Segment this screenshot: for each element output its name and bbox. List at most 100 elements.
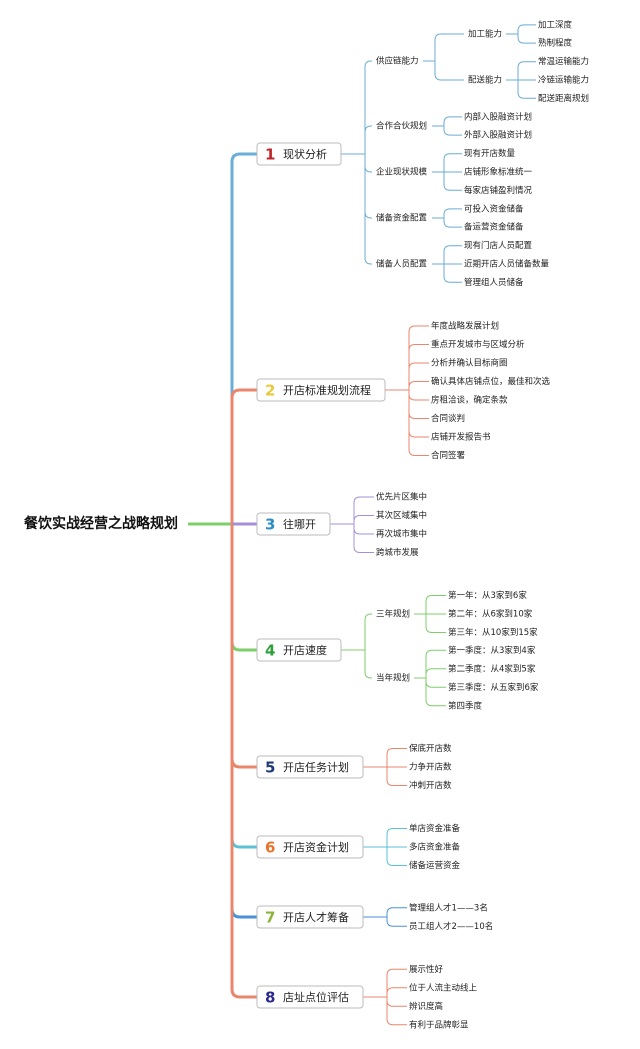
leaf-node: 每家店铺盈利情况 — [464, 185, 533, 196]
sub-node: 企业现状规模 — [376, 167, 428, 178]
sub-node: 当年规划 — [376, 673, 410, 684]
root-title: 餐饮实战经营之战略规划 — [23, 515, 178, 532]
connector-line — [386, 987, 407, 997]
connector-line — [443, 126, 462, 136]
leaf-node: 展示性好 — [409, 964, 444, 975]
category-number: 5 — [265, 759, 275, 777]
leaf-node: 辨识度高 — [409, 1001, 443, 1012]
leaf-node: 年度战略发展计划 — [431, 321, 499, 332]
leaf-node: 跨城市发展 — [376, 547, 419, 558]
leaf-node: 备运营资金储备 — [464, 222, 524, 233]
sub-node: 储备资金配置 — [376, 213, 428, 224]
connector-line — [425, 668, 446, 678]
connector-line — [364, 650, 372, 679]
category-box — [256, 755, 364, 779]
leaf-node: 第四季度 — [448, 700, 483, 711]
trunk-branch-7 — [230, 524, 257, 919]
category-label: 开店资金计划 — [283, 840, 349, 854]
connector-line — [443, 218, 462, 228]
leaf-node: 配送距离规划 — [538, 93, 589, 104]
connector-line — [386, 847, 407, 866]
leaf-node: 优先片区集中 — [376, 492, 427, 503]
leaf-node: 外部入股融资计划 — [464, 130, 532, 141]
connector-line — [425, 595, 446, 614]
connector-line — [408, 390, 429, 419]
category-number: 8 — [265, 989, 275, 1007]
leaf-node: 第三年：从10家到15家 — [448, 627, 538, 638]
leaf-node: 第一季度：从3家到4家 — [448, 645, 536, 656]
category-box — [256, 142, 342, 166]
connector-line — [408, 390, 429, 401]
leaf-node: 冲刺开店数 — [409, 780, 452, 791]
leaf-node: 多店资金准备 — [409, 842, 461, 853]
leaf-node: 第二季度：从4家到5家 — [448, 663, 536, 674]
connector-line — [443, 208, 462, 218]
leaf-node: 保底开店数 — [409, 743, 452, 754]
leaf-node: 管理组人员储备 — [464, 277, 524, 288]
category-label: 店址点位评估 — [283, 990, 349, 1004]
sub-node: 三年规划 — [376, 609, 410, 620]
leaf-node: 合同签署 — [431, 450, 466, 461]
connector-line — [364, 125, 372, 154]
trunk-branch-8 — [230, 524, 257, 999]
leaf-node: 确认具体店铺点位，最佳和次选 — [431, 376, 551, 387]
category-node-8: 8 店址点位评估 — [256, 985, 364, 1009]
leaf-node: 店铺开发报告书 — [431, 432, 491, 443]
connector-line — [425, 649, 446, 678]
connector-line — [434, 61, 464, 81]
trunk-branch-6 — [230, 524, 257, 849]
leaf-node: 位于人流主动线上 — [409, 982, 478, 993]
leaf-node: 常温运输能力 — [538, 56, 589, 67]
leaf-node: 管理组人才1——3名 — [409, 902, 488, 913]
connector-line — [353, 524, 374, 553]
category-box — [256, 905, 364, 929]
leaf-node: 重点开发城市与区域分析 — [431, 339, 525, 350]
connector-line — [408, 344, 429, 390]
category-number: 7 — [265, 909, 275, 927]
leaf-node: 单店资金准备 — [409, 823, 461, 834]
category-box — [256, 985, 364, 1009]
leaf-node: 第二年：从6家到10家 — [448, 609, 533, 620]
leaf-node: 有利于品牌彰显 — [409, 1019, 469, 1030]
connector-line — [364, 154, 372, 265]
leaf-node: 合同谈判 — [431, 413, 465, 424]
sub-node: 储备人员配置 — [376, 259, 428, 270]
category-number: 3 — [265, 516, 275, 534]
connector-layer — [188, 24, 536, 1026]
connector-line — [386, 997, 407, 1026]
leaf-node: 第一年：从3家到6家 — [448, 590, 527, 601]
connector-line — [408, 362, 429, 390]
category-label: 开店速度 — [283, 643, 327, 657]
leaf-node: 熟制程度 — [538, 38, 573, 49]
connector-line — [434, 33, 464, 61]
connector-line — [386, 917, 407, 927]
connector-line — [443, 245, 462, 264]
connector-line — [408, 390, 429, 438]
connector-line — [425, 678, 446, 707]
leaf-node: 其次区域集中 — [376, 510, 427, 521]
category-box — [256, 638, 342, 662]
category-label: 开店标准规划流程 — [283, 383, 371, 397]
connector-line — [353, 524, 374, 535]
category-label: 现状分析 — [283, 147, 327, 161]
connector-line — [425, 614, 446, 633]
connector-line — [386, 828, 407, 847]
connector-line — [364, 60, 372, 154]
leaf-node: 加工深度 — [538, 19, 573, 30]
category-box — [256, 512, 331, 536]
connector-line — [443, 172, 462, 191]
leaf-node: 冷链运输能力 — [538, 75, 589, 86]
leaf-node: 力争开店数 — [409, 762, 452, 773]
connector-line — [443, 264, 462, 283]
connector-line — [386, 997, 407, 1007]
connector-line — [364, 613, 372, 650]
leaf-node: 储备运营资金 — [409, 860, 461, 871]
connector-line — [408, 325, 429, 390]
connector-line — [408, 381, 429, 390]
